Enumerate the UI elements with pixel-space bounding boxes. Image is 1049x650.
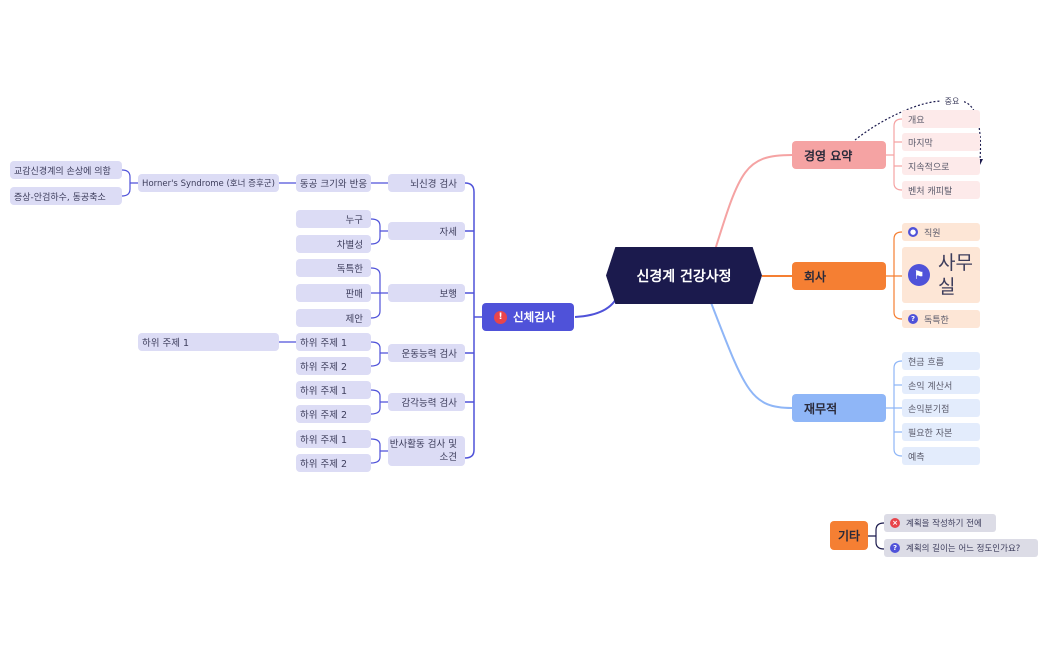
sensory-item[interactable]: 하위 주제 2 (296, 405, 371, 423)
central-topic-label: 신경계 건강사정 (636, 268, 732, 285)
relation-label[interactable]: 중요 (940, 95, 964, 107)
item-label: 하위 주제 2 (300, 459, 348, 470)
company-office[interactable]: ⚑ 사무실 (902, 247, 980, 303)
horner-node[interactable]: Horner's Syndrome (호너 증후군) (138, 174, 279, 192)
finance-item[interactable]: 현금 흐름 (902, 352, 980, 370)
question-icon: ? (908, 314, 918, 324)
exam-group-cranial[interactable]: 뇌신경 검사 (388, 174, 465, 192)
pupil-node[interactable]: 동공 크기와 반응 (296, 174, 371, 192)
item-label: 제안 (345, 314, 363, 325)
central-topic[interactable]: 신경계 건강사정 (606, 247, 762, 304)
sensory-item[interactable]: 하위 주제 1 (296, 381, 371, 399)
pupil-label: 동공 크기와 반응 (299, 179, 368, 190)
office-label: 사무실 (938, 252, 973, 298)
motor-item[interactable]: 하위 주제 1 (296, 333, 371, 351)
item-label: 계획을 작성하기 전에 (906, 519, 982, 529)
item-label: 하위 주제 1 (142, 338, 190, 349)
management-label: 경영 요약 (804, 148, 853, 163)
item-label: 계획의 길이는 어느 정도인가요? (906, 544, 1021, 554)
company-label: 회사 (804, 269, 827, 284)
item-label: 하위 주제 1 (300, 386, 348, 397)
group-label: 운동능력 검사 (401, 349, 457, 360)
question-icon: ? (890, 543, 900, 553)
item-label: 하위 주제 1 (300, 435, 348, 446)
group-label: 반사활동 검사 및 소견 (389, 439, 457, 463)
finance-label: 재무적 (804, 401, 838, 416)
group-label: 감각능력 검사 (401, 398, 457, 409)
gait-item[interactable]: 제안 (296, 309, 371, 327)
horner-label: Horner's Syndrome (호너 증후군) (142, 179, 275, 189)
group-label: 자세 (439, 227, 457, 238)
horner-symptom-label: 증상-안검하수, 동공축소 (14, 192, 106, 203)
item-label: 손익 계산서 (908, 381, 953, 392)
item-label: 독특한 (924, 315, 949, 326)
exam-group-reflex[interactable]: 반사활동 검사 및 소견 (388, 436, 465, 466)
gait-item[interactable]: 판매 (296, 284, 371, 302)
finance-item[interactable]: 손익분기점 (902, 399, 980, 417)
alert-icon: ! (494, 310, 507, 324)
item-label: 누구 (345, 215, 363, 226)
exam-topic[interactable]: ! 신체검사 (482, 303, 574, 331)
item-label: 벤처 캐피탈 (908, 186, 953, 197)
management-item[interactable]: 지속적으로 (902, 157, 980, 175)
company-unique[interactable]: ? 독특한 (902, 310, 980, 328)
other-label: 기타 (838, 529, 861, 543)
item-label: 마지막 (908, 138, 933, 149)
item-label: 차별성 (336, 240, 363, 251)
other-item[interactable]: × 계획을 작성하기 전에 (884, 514, 996, 532)
motor-subitem[interactable]: 하위 주제 1 (138, 333, 279, 351)
management-item[interactable]: 벤처 캐피탈 (902, 181, 980, 199)
company-topic[interactable]: 회사 (792, 262, 886, 290)
horner-symptom-node[interactable]: 증상-안검하수, 동공축소 (10, 187, 122, 205)
item-label: 하위 주제 2 (300, 362, 348, 373)
item-label: 필요한 자본 (908, 428, 953, 439)
group-label: 보행 (439, 289, 457, 300)
relation-text: 중요 (944, 96, 960, 106)
exam-topic-label: 신체검사 (513, 310, 556, 324)
item-label: 독특한 (336, 264, 363, 275)
management-item[interactable]: 마지막 (902, 133, 980, 151)
reflex-item[interactable]: 하위 주제 1 (296, 430, 371, 448)
horner-cause-node[interactable]: 교감신경계의 손상에 의함 (10, 161, 122, 179)
item-label: 판매 (345, 289, 363, 300)
finance-item[interactable]: 필요한 자본 (902, 423, 980, 441)
item-label: 현금 흐름 (908, 357, 944, 368)
exam-group-gait[interactable]: 보행 (388, 284, 465, 302)
company-staff[interactable]: ● 직원 (902, 223, 980, 241)
reflex-item[interactable]: 하위 주제 2 (296, 454, 371, 472)
item-label: 개요 (908, 115, 925, 126)
posture-item[interactable]: 누구 (296, 210, 371, 228)
finance-item[interactable]: 손익 계산서 (902, 376, 980, 394)
management-item[interactable]: 개요 (902, 110, 980, 128)
other-topic[interactable]: 기타 (830, 521, 868, 550)
gait-item[interactable]: 독특한 (296, 259, 371, 277)
exam-group-posture[interactable]: 자세 (388, 222, 465, 240)
item-label: 직원 (924, 228, 941, 239)
item-label: 하위 주제 2 (300, 410, 348, 421)
exam-group-motor[interactable]: 운동능력 검사 (388, 344, 465, 362)
item-label: 지속적으로 (908, 162, 950, 173)
other-item[interactable]: ? 계획의 길이는 어느 정도인가요? (884, 539, 1038, 557)
item-label: 손익분기점 (908, 404, 950, 415)
finance-topic[interactable]: 재무적 (792, 394, 886, 422)
posture-item[interactable]: 차별성 (296, 235, 371, 253)
finance-item[interactable]: 예측 (902, 447, 980, 465)
item-label: 예측 (908, 452, 925, 463)
item-label: 하위 주제 1 (300, 338, 348, 349)
person-icon: ● (908, 227, 918, 237)
management-topic[interactable]: 경영 요약 (792, 141, 886, 169)
close-icon: × (890, 518, 900, 528)
exam-group-sensory[interactable]: 감각능력 검사 (388, 393, 465, 411)
flag-icon: ⚑ (908, 264, 930, 286)
horner-cause-label: 교감신경계의 손상에 의함 (14, 166, 111, 177)
motor-item[interactable]: 하위 주제 2 (296, 357, 371, 375)
group-label: 뇌신경 검사 (410, 179, 457, 190)
